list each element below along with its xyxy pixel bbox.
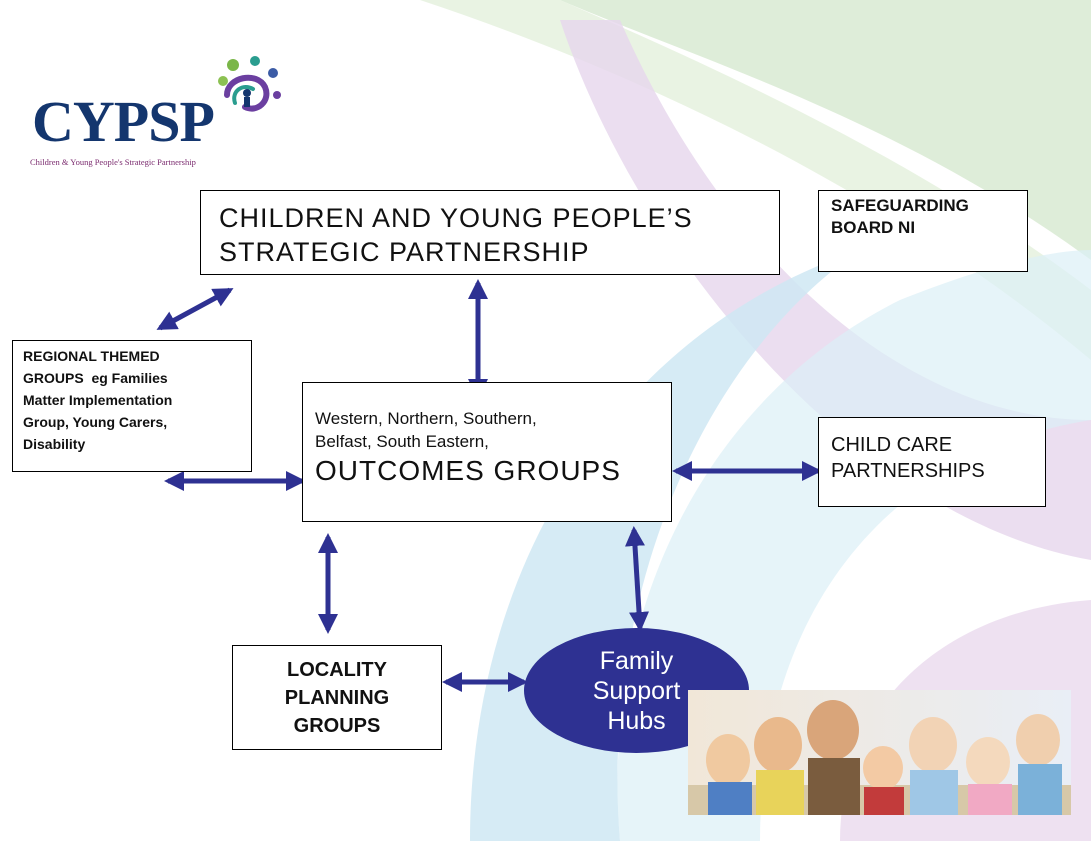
node-regional-line3: Matter Implementation	[23, 392, 173, 408]
node-locality-line2: PLANNING	[284, 687, 390, 709]
node-locality-line1: LOCALITY	[287, 659, 387, 681]
bg-swoosh-green	[560, 0, 1091, 260]
node-locality-line3: GROUPS	[293, 715, 381, 737]
node-regional-line5: Disability	[23, 436, 86, 452]
node-outcomes-line2: Belfast, South Eastern,	[315, 432, 489, 451]
node-regional-themed-groups: REGIONAL THEMED GROUPS eg Families Matte…	[12, 340, 252, 472]
node-locality-planning-groups: LOCALITY PLANNING GROUPS	[232, 645, 442, 750]
node-hubs-line1: Family	[599, 646, 674, 675]
node-safeguarding: SAFEGUARDING BOARD NI	[818, 190, 1028, 272]
node-cypsp-line1: CHILDREN AND YOUNG PEOPLE’S	[219, 203, 693, 233]
node-regional-line4: Group, Young Carers,	[23, 414, 168, 430]
node-outcomes-line1: Western, Northern, Southern,	[315, 409, 537, 428]
node-cypsp: CHILDREN AND YOUNG PEOPLE’S STRATEGIC PA…	[200, 190, 780, 275]
node-cypsp-line2: STRATEGIC PARTNERSHIP	[219, 237, 590, 267]
node-safeguarding-line2: BOARD NI	[831, 218, 916, 237]
node-regional-line2: GROUPS eg Families	[23, 370, 168, 386]
node-hubs-line2: Support	[592, 676, 681, 705]
logo-emblem-icon	[218, 56, 281, 112]
node-hubs-line3: Hubs	[607, 706, 666, 735]
node-child-care-partnerships: CHILD CARE PARTNERSHIPS	[818, 417, 1046, 507]
node-safeguarding-line1: SAFEGUARDING	[831, 196, 969, 215]
children-photo	[688, 690, 1071, 815]
node-regional-line1: REGIONAL THEMED	[23, 348, 160, 364]
node-outcomes-groups: Western, Northern, Southern, Belfast, So…	[302, 382, 672, 522]
logo-wordmark: CYPSP	[32, 89, 215, 154]
node-childcare-line2: PARTNERSHIPS	[831, 460, 985, 482]
logo-tagline: Children & Young People's Strategic Part…	[30, 157, 196, 167]
node-outcomes-line3: OUTCOMES GROUPS	[315, 455, 621, 486]
cypsp-logo: CYPSP Children & Young People's Strategi…	[28, 55, 308, 170]
node-childcare-line1: CHILD CARE	[831, 434, 953, 456]
